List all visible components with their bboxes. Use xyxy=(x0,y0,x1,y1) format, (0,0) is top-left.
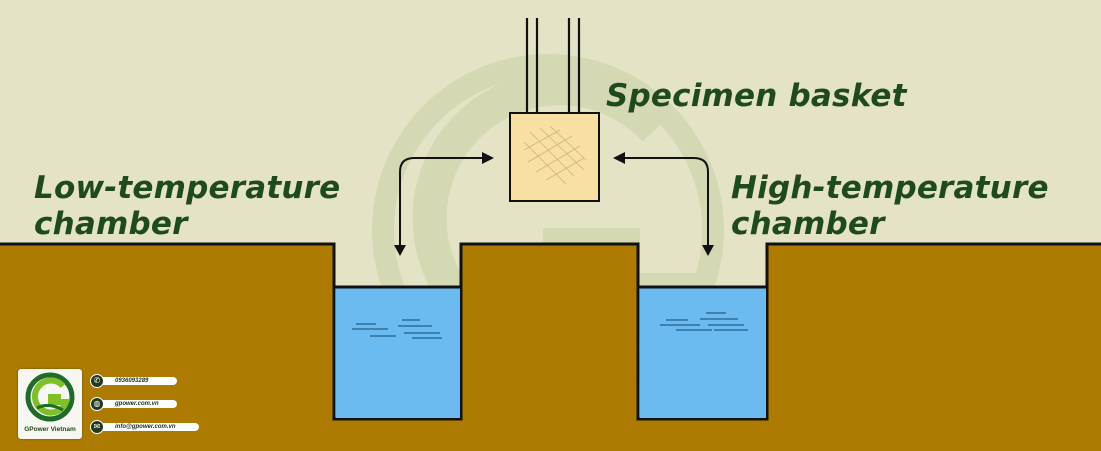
specimen-basket-label: Specimen basket xyxy=(606,78,907,114)
brand-name: GPower Vietnam xyxy=(24,426,76,433)
globe-icon: ◍ xyxy=(90,397,104,411)
ground-outline xyxy=(0,242,1101,421)
arrow-to-low-chamber xyxy=(394,152,494,256)
low-chamber-ripples xyxy=(352,319,442,339)
brand-card: GPower Vietnam xyxy=(18,369,82,439)
phone-icon: ✆ xyxy=(90,374,104,388)
phone-number[interactable]: 0936093289 xyxy=(99,377,177,385)
low-temperature-chamber-label: Low-temperature chamber xyxy=(34,170,364,242)
high-chamber-water xyxy=(640,287,766,418)
gpower-logo-icon xyxy=(25,372,75,422)
website-link[interactable]: gpower.com.vn xyxy=(99,400,177,408)
arrow-to-high-chamber xyxy=(613,152,714,256)
mail-icon: ✉ xyxy=(90,420,104,434)
low-chamber-label-line1: Low-temperature xyxy=(34,170,341,206)
low-chamber-water xyxy=(336,287,460,418)
low-chamber-label-line2: chamber xyxy=(34,206,188,242)
high-chamber-ripples xyxy=(660,312,748,331)
high-temperature-chamber-label: High-temperature chamber xyxy=(731,170,1081,242)
specimen-basket xyxy=(509,112,600,202)
email-link[interactable]: info@gpower.com.vn xyxy=(99,423,199,431)
high-chamber-label-line2: chamber xyxy=(731,206,885,242)
high-chamber-label-line1: High-temperature xyxy=(731,170,1049,206)
basket-suspension-rods xyxy=(525,18,581,113)
ground xyxy=(0,244,1101,451)
